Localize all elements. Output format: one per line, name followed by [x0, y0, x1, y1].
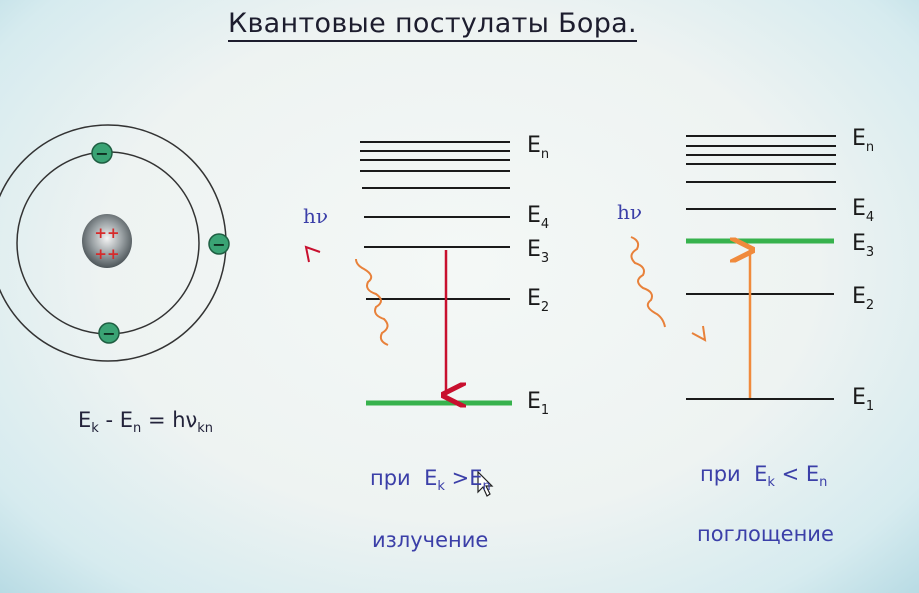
level-label-4: E4 [527, 203, 549, 232]
emission-photon-label: hν [303, 204, 328, 228]
atom-model: ++ ++ − − − [0, 124, 230, 362]
level-label-2: E2 [527, 286, 549, 315]
electron-top: − [91, 142, 113, 164]
mouse-cursor-icon [477, 470, 494, 497]
emission-levels [360, 141, 512, 406]
slide-title: Квантовые постулаты Бора. [228, 8, 637, 42]
level-label-1: E1 [527, 389, 549, 418]
electron-right: − [208, 233, 230, 255]
level-label-n: En [852, 126, 874, 155]
electron-bottom: − [98, 322, 120, 344]
absorption-photon-label: hν [617, 200, 642, 224]
level-label-1: E1 [852, 385, 874, 414]
emitted-photon-wave [355, 258, 389, 346]
level-label-4: E4 [852, 196, 874, 225]
nucleus [82, 214, 132, 268]
emission-condition: при Ek >En [370, 466, 491, 495]
level-label-2: E2 [852, 284, 874, 313]
energy-equation: Ek - En = hνkn [78, 408, 214, 437]
absorption-condition: при Ek < En [700, 462, 828, 491]
emission-level-labels: En E4 E3 E2 E1 [527, 133, 549, 418]
absorbed-photon-arrowhead [691, 325, 707, 342]
level-label-3: E3 [852, 231, 874, 260]
nucleus-plus-bottom: ++ [94, 245, 119, 263]
absorption-level-labels: En E4 E3 E2 E1 [852, 126, 874, 414]
level-label-n: En [527, 133, 549, 162]
electron-sign: − [102, 324, 115, 343]
electron-sign: − [212, 235, 225, 254]
nucleus-plus-top: ++ [94, 224, 119, 242]
level-label-3: E3 [527, 237, 549, 266]
electron-sign: − [95, 144, 108, 163]
emitted-photon-arrowhead [304, 245, 321, 263]
emission-caption: излучение [372, 528, 489, 552]
absorption-levels [686, 135, 836, 400]
absorbed-photon-wave [630, 236, 666, 328]
absorption-caption: поглощение [697, 522, 834, 546]
